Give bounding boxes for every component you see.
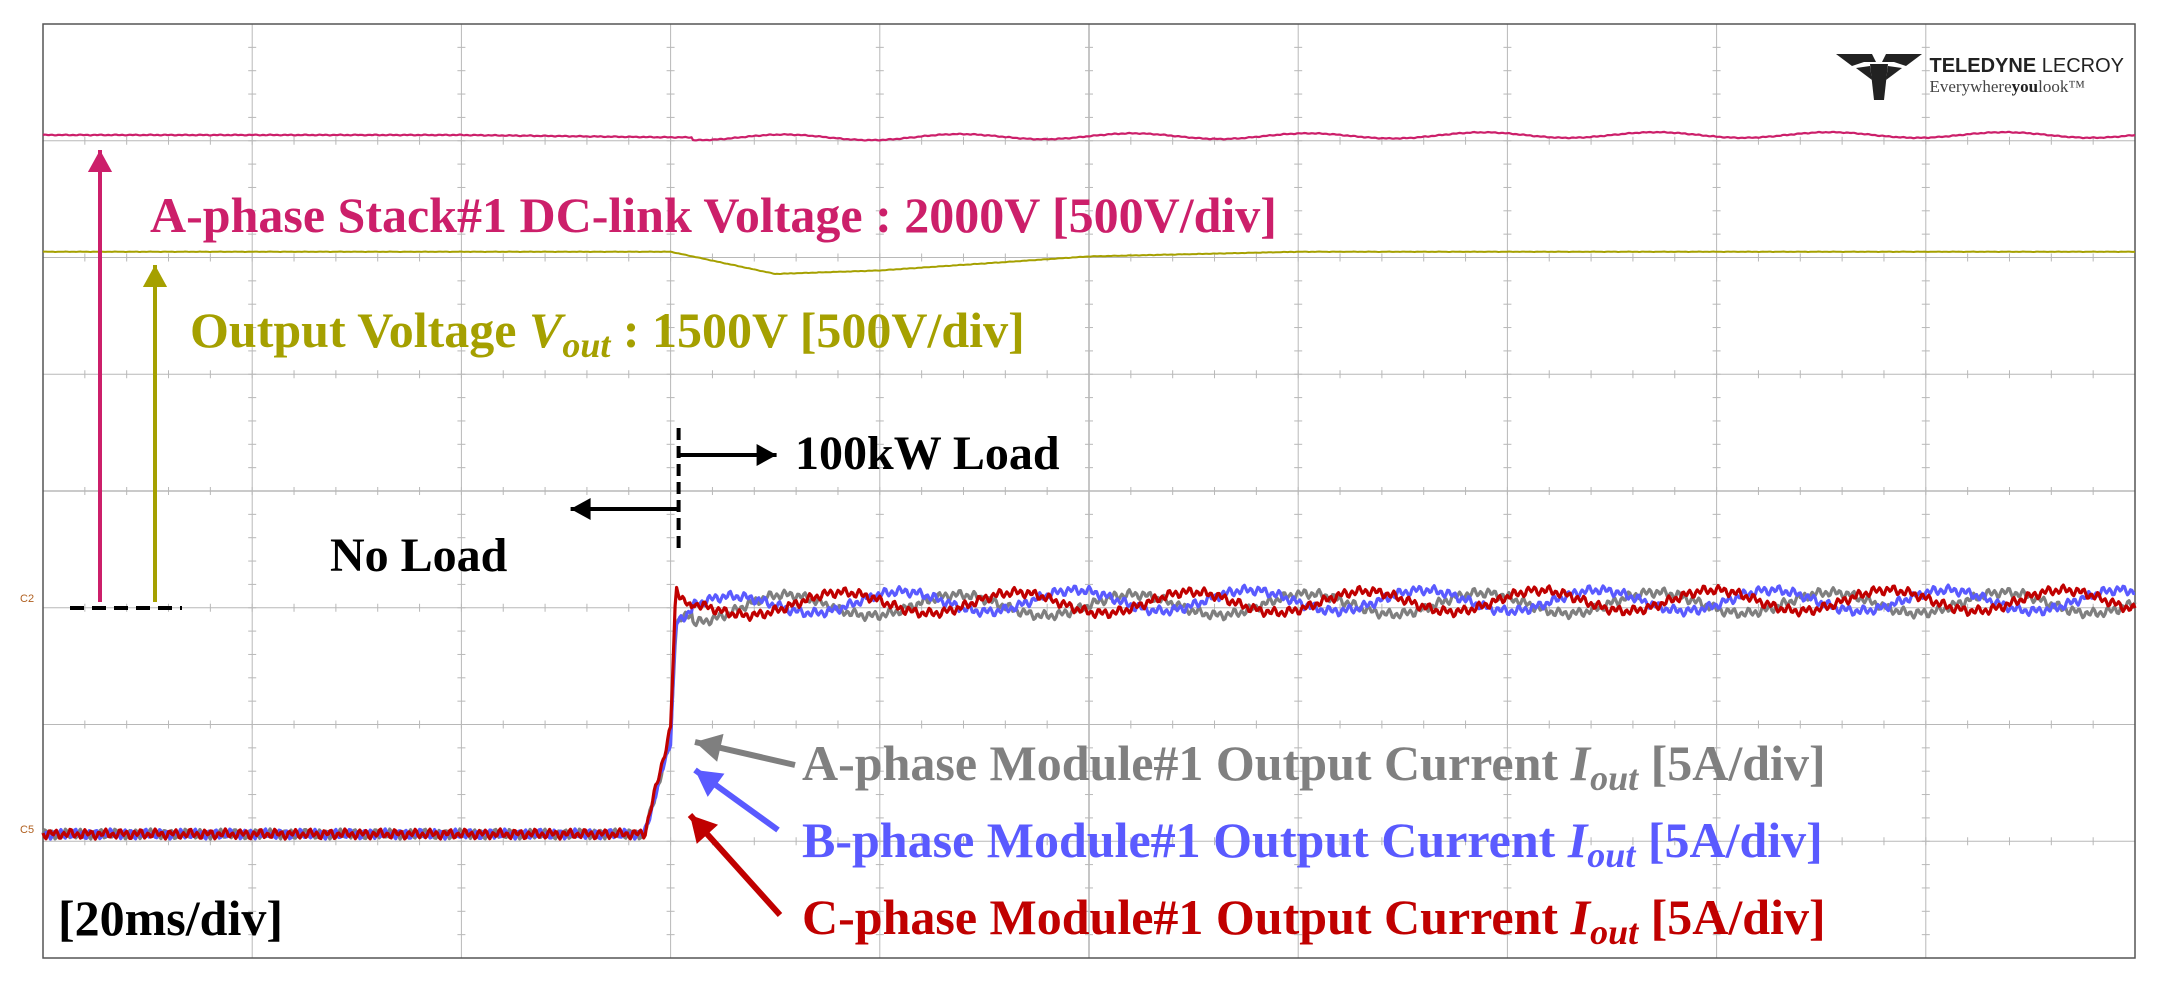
vout-label: Output Voltage Vout : 1500V [500V/div]	[190, 302, 1025, 366]
vout-scale-arrow-head	[142, 265, 168, 287]
ic-label: C-phase Module#1 Output Current Iout [5A…	[802, 889, 1826, 953]
no-load-arrow-head	[570, 498, 591, 520]
load-arrow-head	[756, 444, 777, 466]
dc-link-trace	[42, 130, 2136, 142]
waveform-traces	[41, 130, 2137, 841]
logo-brand: TELEDYNE LECROY	[1929, 54, 2125, 77]
ch2-marker: C2	[20, 593, 34, 605]
vout-trace	[42, 250, 2136, 276]
teledyne-logo-icon	[1835, 54, 1922, 100]
graticule-grid	[42, 23, 2136, 959]
ia-label: A-phase Module#1 Output Current Iout [5A…	[802, 735, 1826, 799]
teledyne-lecroy-logo: TELEDYNE LECROY Everywhereyoulook™	[1835, 50, 2125, 102]
ic-trace	[41, 583, 2137, 841]
ch5-marker: C5	[20, 824, 34, 836]
no-load-label: No Load	[330, 529, 508, 582]
graticule-frame	[42, 23, 2136, 959]
dc-link-label: A-phase Stack#1 DC-link Voltage : 2000V …	[150, 187, 1277, 243]
load-label: 100kW Load	[795, 427, 1060, 480]
ib-pointer-arrow-head	[695, 770, 725, 797]
dc-link-scale-arrow-head	[87, 150, 113, 172]
ib-label: B-phase Module#1 Output Current Iout [5A…	[802, 812, 1823, 876]
timebase-label: [20ms/div]	[58, 890, 283, 946]
annotation-arrows	[70, 150, 796, 918]
logo-tagline: Everywhereyoulook™	[1929, 76, 2085, 96]
ic-pointer-arrow-head	[690, 815, 719, 844]
ia-pointer-arrow-head	[695, 733, 724, 762]
